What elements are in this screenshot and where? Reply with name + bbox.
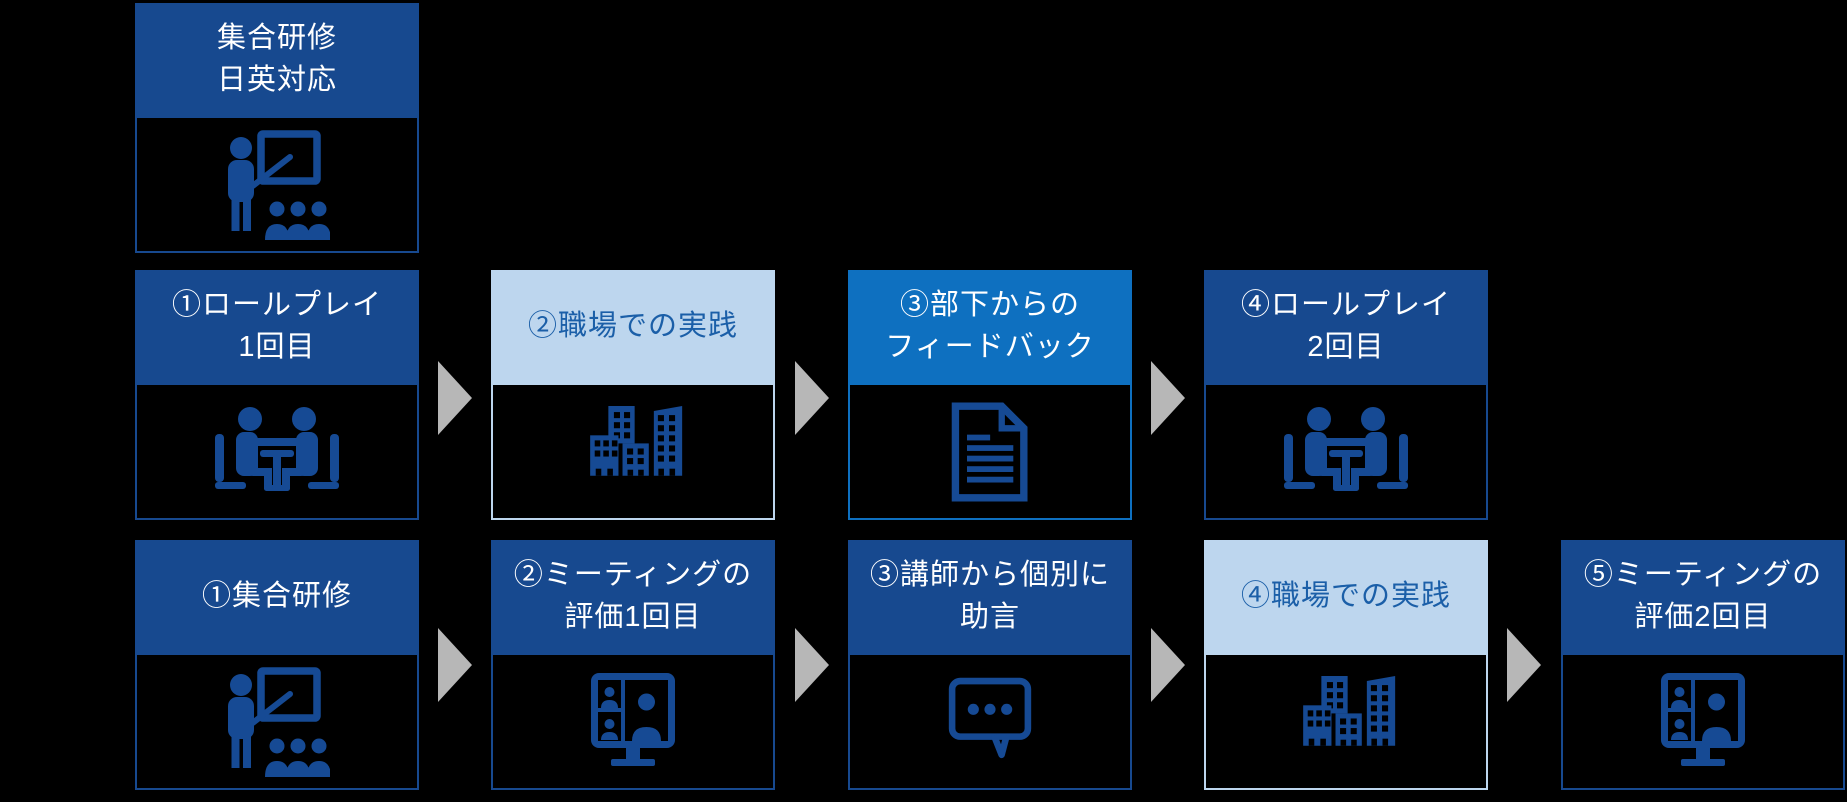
arrow-right-icon [1507, 628, 1541, 702]
box-title-line: 評価2回目 [1634, 600, 1772, 633]
box-header: ④ロールプレイ 2回目 [1204, 270, 1488, 383]
box-body [1561, 653, 1845, 790]
box-header: ②職場での実践 [491, 270, 775, 383]
box-title-line: ②ミーティングの [513, 559, 753, 592]
box-body [135, 383, 419, 520]
box-workplace-practice-1: ②職場での実践 [491, 270, 775, 520]
box-body [848, 383, 1132, 520]
box-header: ②ミーティングの 評価1回目 [491, 540, 775, 653]
box-title-line: フィードバック [885, 330, 1095, 363]
box-body [135, 653, 419, 790]
box-body [848, 653, 1132, 790]
box-roleplay-1: ①ロールプレイ 1回目 [135, 270, 419, 520]
box-body [135, 116, 419, 253]
box-instructor-advice: ③講師から個別に 助言 [848, 540, 1132, 790]
buildings-icon [590, 405, 683, 476]
box-title-line: ④ロールプレイ [1240, 289, 1451, 322]
arrow-right-icon [438, 628, 472, 702]
box-title-line: ③部下からの [899, 289, 1080, 322]
arrow-right-icon [1151, 361, 1185, 435]
arrow-right-icon [795, 361, 829, 435]
box-header: ①ロールプレイ 1回目 [135, 270, 419, 383]
box-header: ⑤ミーティングの 評価2回目 [1561, 540, 1845, 653]
box-header: 集合研修 日英対応 [135, 3, 419, 116]
box-workplace-practice-2: ④職場での実践 [1204, 540, 1488, 790]
video-call-icon [591, 672, 675, 766]
box-body [491, 383, 775, 520]
box-title-line: ①集合研修 [201, 579, 352, 612]
box-group-training: ①集合研修 [135, 540, 419, 790]
box-title-line: ①ロールプレイ [171, 289, 382, 322]
box-header: ③部下からの フィードバック [848, 270, 1132, 383]
box-body [1204, 383, 1488, 520]
box-body [1204, 653, 1488, 790]
box-meeting-eval-1: ②ミーティングの 評価1回目 [491, 540, 775, 790]
meeting-icon [215, 406, 339, 491]
presentation-icon [228, 667, 330, 777]
box-title-line: ③講師から個別に [869, 559, 1110, 592]
meeting-icon [1284, 406, 1408, 491]
box-title-line: 評価1回目 [564, 600, 702, 633]
presentation-icon [228, 130, 330, 240]
box-title-line: 集合研修 [216, 22, 337, 55]
box-title-line: 2回目 [1307, 330, 1385, 363]
box-title-line: 日英対応 [216, 63, 337, 96]
box-header: ③講師から個別に 助言 [848, 540, 1132, 653]
arrow-right-icon [438, 361, 472, 435]
box-roleplay-2: ④ロールプレイ 2回目 [1204, 270, 1488, 520]
box-header: ①集合研修 [135, 540, 419, 653]
buildings-icon [1303, 675, 1396, 746]
box-title-line: ⑤ミーティングの [1583, 559, 1823, 592]
box-intro: 集合研修 日英対応 [135, 3, 419, 253]
box-subordinate-feedback: ③部下からの フィードバック [848, 270, 1132, 520]
box-header: ④職場での実践 [1204, 540, 1488, 653]
arrow-right-icon [1151, 628, 1185, 702]
box-body [491, 653, 775, 790]
video-call-icon [1661, 672, 1745, 766]
box-meeting-eval-2: ⑤ミーティングの 評価2回目 [1561, 540, 1845, 790]
document-icon [952, 402, 1028, 501]
box-title-line: ④職場での実践 [1240, 579, 1451, 612]
box-title-line: 1回目 [238, 330, 316, 363]
arrow-right-icon [795, 628, 829, 702]
box-title-line: 助言 [959, 600, 1020, 633]
speech-bubble-icon [948, 677, 1032, 758]
box-title-line: ②職場での実践 [527, 309, 738, 342]
